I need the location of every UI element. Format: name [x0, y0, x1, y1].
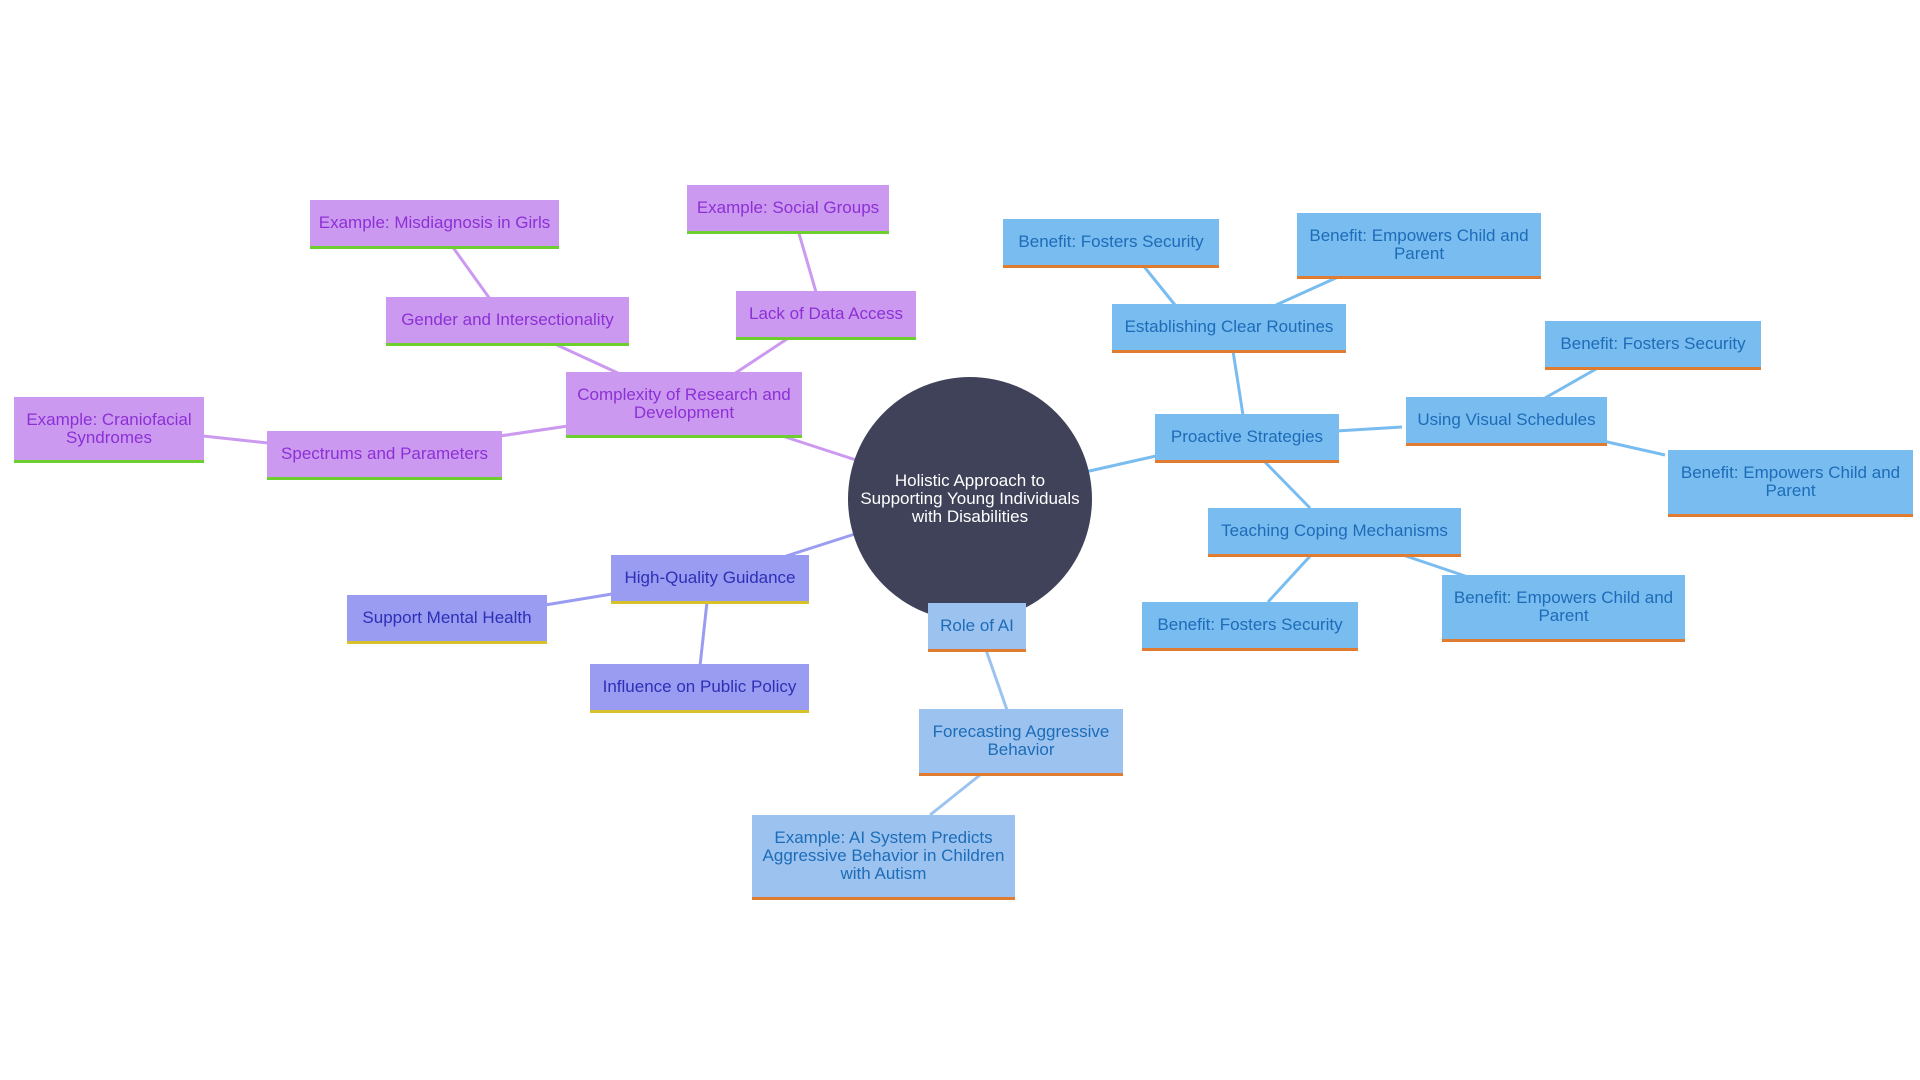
- node-establishing-clear-routines[interactable]: Establishing Clear Routines: [1112, 304, 1346, 353]
- node-visual-empowers-child-parent[interactable]: Benefit: Empowers Child and Parent: [1668, 450, 1913, 517]
- edge-guidance-mentalhealth: [544, 592, 613, 607]
- node-example-ai-system-predicts[interactable]: Example: AI System Predicts Aggressive B…: [752, 815, 1015, 900]
- edge-dataaccess-socialgroups: [796, 229, 818, 293]
- node-routines-empowers-child-parent[interactable]: Benefit: Empowers Child and Parent: [1297, 213, 1541, 279]
- edge-routines-empowers: [1275, 275, 1339, 307]
- node-coping-fosters-security[interactable]: Benefit: Fosters Security: [1142, 602, 1358, 651]
- edge-roleai-forecasting: [983, 646, 1009, 711]
- node-support-mental-health[interactable]: Support Mental Health: [347, 595, 547, 644]
- root-node[interactable]: Holistic Approach to Supporting Young In…: [848, 377, 1092, 621]
- node-gender-intersectionality[interactable]: Gender and Intersectionality: [386, 297, 629, 346]
- edge-visual-security: [1544, 363, 1604, 400]
- node-lack-data-access[interactable]: Lack of Data Access: [736, 291, 916, 340]
- node-teaching-coping-mechanisms[interactable]: Teaching Coping Mechanisms: [1208, 508, 1461, 557]
- edge-gender-misdiagnosis: [450, 245, 492, 300]
- edge-proactive-coping: [1261, 458, 1312, 510]
- node-routines-fosters-security[interactable]: Benefit: Fosters Security: [1003, 219, 1219, 268]
- edge-coping-empowers: [1399, 552, 1469, 579]
- edge-complexity-gender: [556, 343, 621, 376]
- edge-complexity-dataaccess: [733, 335, 791, 376]
- node-high-quality-guidance[interactable]: High-Quality Guidance: [611, 555, 809, 604]
- edge-proactive-visual: [1335, 425, 1403, 433]
- node-spectrums-parameters[interactable]: Spectrums and Parameters: [267, 431, 502, 480]
- edge-guidance-publicpolicy: [698, 601, 709, 667]
- node-example-social-groups[interactable]: Example: Social Groups: [687, 185, 889, 234]
- edge-forecasting-example: [929, 773, 981, 817]
- node-example-misdiagnosis-girls[interactable]: Example: Misdiagnosis in Girls: [310, 200, 559, 249]
- node-role-of-ai[interactable]: Role of AI: [928, 603, 1026, 652]
- node-proactive-strategies[interactable]: Proactive Strategies: [1155, 414, 1339, 463]
- edge-root-guidance: [779, 532, 856, 560]
- node-using-visual-schedules[interactable]: Using Visual Schedules: [1406, 397, 1607, 446]
- node-influence-public-policy[interactable]: Influence on Public Policy: [590, 664, 809, 713]
- edge-proactive-routines: [1231, 350, 1245, 416]
- node-complexity-research-development[interactable]: Complexity of Research and Development: [566, 372, 802, 438]
- edge-coping-security: [1266, 552, 1314, 604]
- node-example-craniofacial-syndromes[interactable]: Example: Craniofacial Syndromes: [14, 397, 204, 463]
- node-coping-empowers-child-parent[interactable]: Benefit: Empowers Child and Parent: [1442, 575, 1685, 642]
- edge-visual-empowers: [1602, 439, 1666, 457]
- node-forecasting-aggressive-behavior[interactable]: Forecasting Aggressive Behavior: [919, 709, 1123, 776]
- edge-spectrums-craniofacial: [202, 434, 269, 445]
- edge-complexity-spectrums: [499, 424, 569, 438]
- edge-routines-security: [1140, 263, 1177, 306]
- edge-root-proactive: [1084, 454, 1157, 474]
- node-visual-fosters-security[interactable]: Benefit: Fosters Security: [1545, 321, 1761, 370]
